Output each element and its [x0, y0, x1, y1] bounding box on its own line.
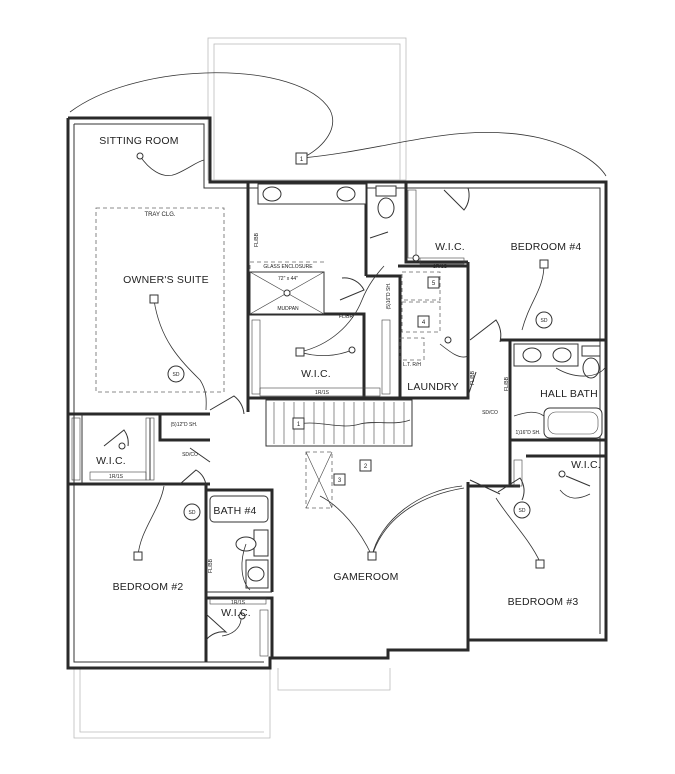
bath4-fixtures	[209, 495, 269, 589]
room-wic-bedroom-4: W.I.C.	[435, 241, 465, 253]
smoke-detector-bed4: SD	[541, 318, 548, 324]
room-hall-bath: HALL BATH	[540, 388, 598, 400]
smoke-detectors	[167, 311, 553, 521]
tag-1-top: 1	[300, 157, 304, 163]
door-swings	[103, 187, 591, 641]
tray-ceiling-outline	[95, 207, 225, 393]
room-wic-bedroom-2: W.I.C.	[96, 455, 126, 467]
room-bedroom-4: BEDROOM #4	[511, 241, 582, 253]
note-sd-co-hall: SD/CO	[182, 452, 198, 458]
room-bedroom-3: BEDROOM #3	[508, 596, 579, 608]
smoke-detector-owners: SD	[173, 372, 180, 378]
closet-shelves	[71, 189, 523, 657]
room-wic-bath-4: W.I.C.	[221, 607, 251, 619]
wiring	[69, 72, 607, 637]
note-fl-bb-bath4: FL/BB	[208, 558, 214, 573]
note-shower-size: 72" x 44"	[278, 276, 298, 282]
master-bath-fixtures	[249, 183, 397, 315]
room-sitting-room: SITTING ROOM	[99, 135, 178, 147]
note-fl-br: FL/BR	[339, 314, 354, 320]
smoke-detector-bed3: SD	[519, 508, 526, 514]
note-mudpan: MUDPAN	[277, 306, 299, 312]
tag-boxes	[292, 152, 440, 486]
tag-2: 2	[364, 464, 368, 470]
room-owners-suite: OWNER'S SUITE	[123, 274, 209, 286]
exterior-walls	[66, 116, 608, 670]
tag-3: 3	[338, 478, 342, 484]
note-sd-co-stair: SD/CO	[482, 410, 498, 416]
note-lt-rh: L.T. R/H	[403, 362, 421, 368]
tag-5: 5	[432, 281, 436, 287]
ghost-outlines	[73, 37, 407, 739]
room-bedroom-2: BEDROOM #2	[113, 581, 184, 593]
room-wic-main: W.I.C.	[301, 368, 331, 380]
note-glass-enclosure: GLASS ENCLOSURE	[263, 264, 313, 270]
note-fl-bb-laundry: FL/BB	[470, 370, 476, 385]
note-fl-bb-hall: FL/BB	[504, 376, 510, 391]
smoke-detector-bed2: SD	[189, 510, 196, 516]
note-shower-16-bath: 1)16"D SH.	[515, 430, 540, 436]
note-rs-wic-b2: 1R/1S	[109, 474, 124, 480]
room-bath-4: BATH #4	[213, 505, 256, 517]
tag-1-stair: 1	[297, 422, 301, 428]
interior-walls	[68, 182, 606, 662]
tray-ceiling-label: TRAY CLG.	[144, 212, 175, 218]
note-shower-16-laundry: (5)16"D SH.	[386, 283, 392, 310]
note-rs-wic-main: 1R/1S	[315, 390, 330, 396]
tag-4: 4	[422, 320, 426, 326]
room-laundry: LAUNDRY	[407, 381, 458, 393]
room-wic-bedroom-3: W.I.C.	[571, 459, 601, 471]
hall-bath-fixtures	[513, 343, 603, 439]
note-rs-wic-bath4: 1R/1S	[231, 600, 246, 606]
laundry-fixtures	[399, 271, 441, 361]
note-shower-12: (5)12"D SH.	[171, 422, 198, 428]
note-fl-bb-master: FL/BB	[254, 232, 260, 247]
room-gameroom: GAMEROOM	[333, 571, 398, 583]
note-rs-laundry: 1R/1S	[433, 264, 448, 270]
light-fixtures	[118, 152, 566, 620]
